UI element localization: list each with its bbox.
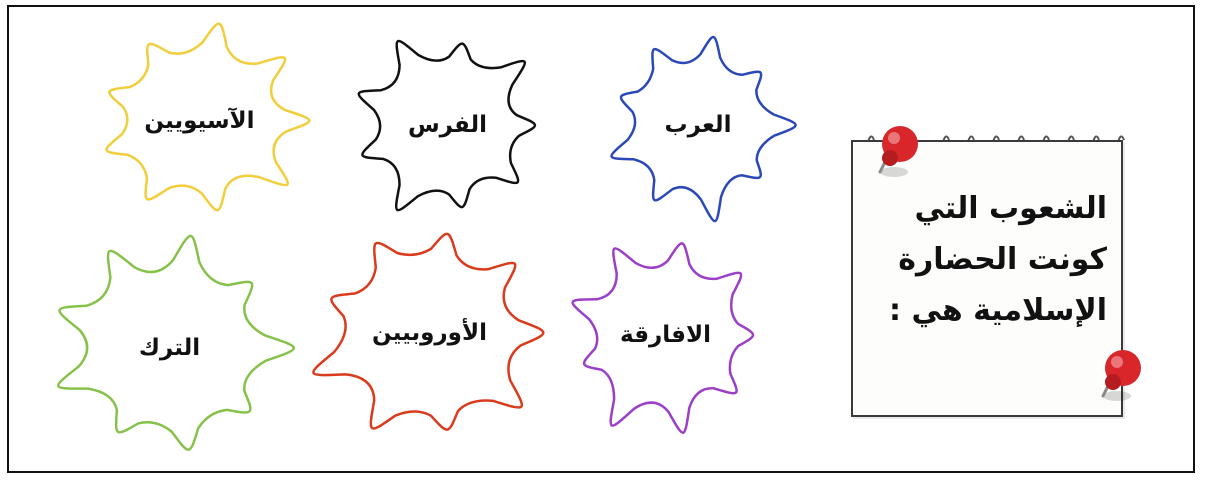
splash-shape-persians: [357, 39, 537, 212]
note-paper: [851, 140, 1123, 417]
note-line-2: كونت الحضارة: [898, 242, 1107, 277]
splash-shape-africans: [571, 242, 755, 434]
note-line-3: الإسلامية هي :: [889, 293, 1107, 328]
people-label-turks: الترك: [138, 335, 201, 361]
people-label-arabs: العرب: [664, 112, 732, 138]
pushpin-icon: [1101, 350, 1141, 401]
blob-persians: الفرس: [345, 25, 550, 225]
blob-asians: الآسيويين: [82, 18, 317, 223]
people-label-africans: الافارقة: [620, 322, 711, 348]
blob-europeans: الأوروبيين: [302, 210, 557, 455]
note-line-1: الشعوب التي: [914, 191, 1107, 226]
note-title: الشعوب التي كونت الحضارة الإسلامية هي :: [867, 183, 1107, 336]
splash-shape-asians: [105, 22, 311, 212]
blob-africans: الافارقة: [558, 230, 773, 440]
note-card: الشعوب التي كونت الحضارة الإسلامية هي :: [848, 126, 1141, 418]
splash-shape-europeans: [312, 232, 545, 431]
splash-shape-turks: [57, 234, 295, 451]
blob-turks: الترك: [42, 228, 297, 468]
people-label-asians: الآسيويين: [144, 107, 255, 134]
blob-arabs: العرب: [598, 25, 798, 225]
pushpin-icon: [878, 126, 918, 177]
splash-shape-arabs: [610, 35, 797, 223]
people-label-europeans: الأوروبيين: [372, 319, 487, 346]
people-label-persians: الفرس: [407, 112, 488, 138]
